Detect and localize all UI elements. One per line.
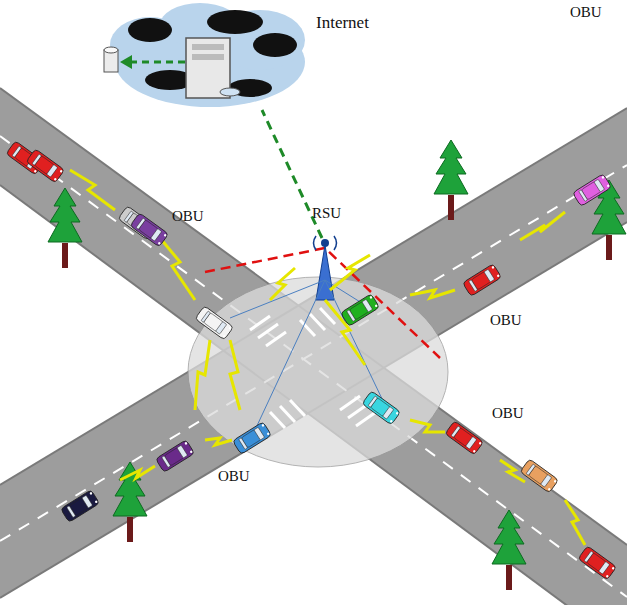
road: [0, 108, 627, 598]
car: [195, 306, 234, 340]
car: [156, 440, 195, 473]
car: [233, 422, 272, 455]
rsu-coverage: [188, 277, 448, 467]
arrowhead: [120, 55, 132, 69]
car: [362, 391, 401, 425]
car: [341, 294, 380, 327]
car: [26, 149, 65, 183]
data-link: [125, 61, 185, 64]
rsu-label: RSU: [312, 205, 341, 222]
car: [463, 264, 502, 297]
road-edge: [0, 88, 627, 545]
obu-label: OBU: [172, 208, 204, 225]
v2i-link: [230, 280, 385, 430]
road-edge: [0, 185, 627, 605]
network-label: Internet: [316, 14, 369, 33]
lane-marking: [0, 136, 627, 597]
car: [578, 546, 617, 580]
tree: [434, 140, 468, 220]
obu-label: OBU: [218, 468, 250, 485]
car: [520, 459, 559, 493]
road: [0, 88, 627, 605]
internet-cloud: [104, 3, 305, 107]
tree: [48, 188, 82, 268]
car: [573, 174, 612, 207]
rsu-antenna: [314, 236, 337, 300]
obu-label: OBU: [490, 312, 522, 329]
car: [61, 490, 100, 523]
road-edge: [0, 222, 627, 598]
car: [445, 421, 484, 455]
wireless-bolt: [70, 170, 585, 545]
road-edge: [0, 108, 627, 485]
crosswalk: [250, 308, 376, 428]
tree: [492, 510, 526, 590]
obu-label: OBU: [492, 405, 524, 422]
car: [130, 213, 169, 247]
obu-label: OBU: [570, 4, 602, 21]
